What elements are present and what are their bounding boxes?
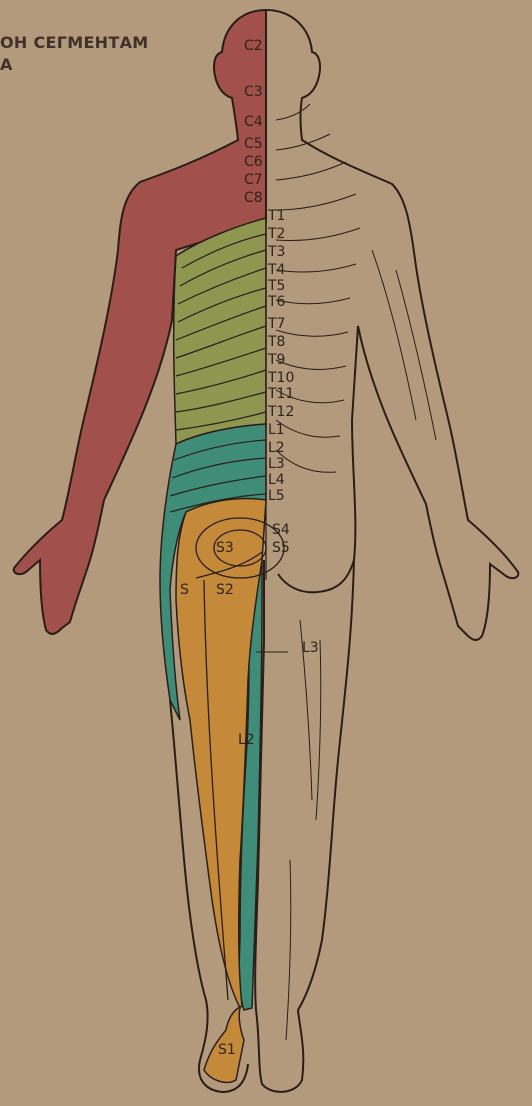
label-s5: S5 xyxy=(272,540,290,556)
label-c6: C6 xyxy=(244,154,263,170)
label-c3: C3 xyxy=(244,84,263,100)
label-c5: C5 xyxy=(244,136,263,152)
label-l2: L2 xyxy=(268,440,285,456)
label-t10: T10 xyxy=(267,370,294,386)
label-t6: T6 xyxy=(267,294,286,310)
label-t9: T9 xyxy=(267,352,285,368)
label-s3: S3 xyxy=(216,540,234,556)
label-t7: T7 xyxy=(267,316,285,332)
label-l4: L4 xyxy=(268,472,285,488)
label-l3: L3 xyxy=(268,456,285,472)
label-t12: T12 xyxy=(267,404,294,420)
label-c8: C8 xyxy=(244,190,263,206)
label-l3-leg: L3 xyxy=(302,640,319,656)
label-s2: S2 xyxy=(216,582,234,598)
label-c4: C4 xyxy=(244,114,263,130)
label-t5: T5 xyxy=(267,278,285,294)
label-t3: T3 xyxy=(267,244,285,260)
label-c7: C7 xyxy=(244,172,263,188)
label-l1: L1 xyxy=(268,422,285,438)
label-t4: T4 xyxy=(267,262,286,278)
label-l2-leg: L2 xyxy=(238,732,255,748)
label-s4: S4 xyxy=(272,522,290,538)
right-head-outline xyxy=(266,10,518,640)
label-s1-foot: S1 xyxy=(218,1042,236,1058)
label-t2: T2 xyxy=(267,226,285,242)
label-l5: L5 xyxy=(268,488,285,504)
label-t11: T11 xyxy=(267,386,294,402)
label-s-left: S xyxy=(180,582,189,598)
thoracic-dermatome-region xyxy=(174,218,266,444)
label-t1: T1 xyxy=(267,208,285,224)
label-c2: C2 xyxy=(244,38,263,54)
label-t8: T8 xyxy=(267,334,285,350)
